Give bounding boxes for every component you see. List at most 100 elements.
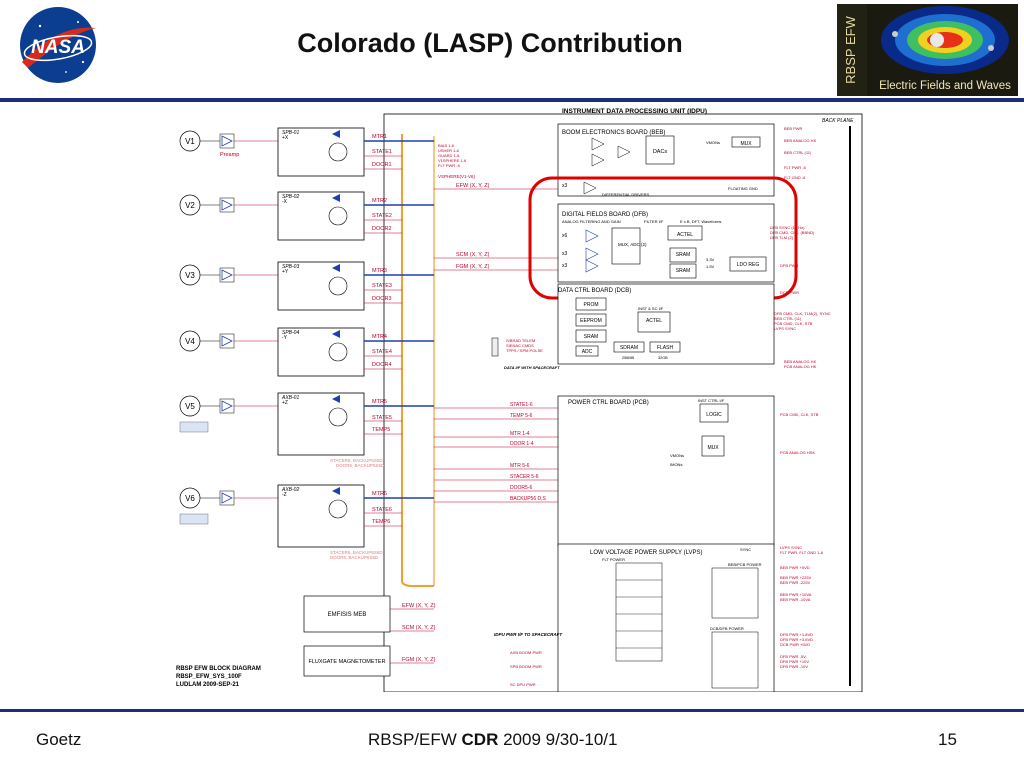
lvps-signal-6: BEB PWR +10VA <box>780 592 812 597</box>
sc-dpu-pwr: SC DPU PWR <box>510 682 536 687</box>
fgm-xyz-bottom: FGM (X, Y, Z) <box>402 657 436 663</box>
pcb-logic: LOGIC <box>706 412 722 418</box>
beb-signal-2: BEB ANALOG HK <box>784 138 817 143</box>
dfb-x6: x6 <box>562 233 568 239</box>
dfb-signal-3: DFB TLM (2) <box>770 235 794 240</box>
bias-label-6: VSPHERE(V1-V6) <box>438 174 476 179</box>
sensor-v5-label: V5 <box>185 402 195 411</box>
stacer-label-3: STACER6, BACKUP6S6D <box>330 550 383 555</box>
beb-diff-drivers: DIFFERENTIAL DRIVERS <box>602 192 650 197</box>
sensor-v1-state: STATE1 <box>372 149 392 155</box>
lvps-signal-10: DCB PWR +5VD <box>780 642 810 647</box>
pcb-input-3: MTR 1-4 <box>510 431 530 437</box>
rbsp-efw-logo: RBSP EFW Electric Fields and Waves <box>837 4 1018 96</box>
sensor-v4-state: STATE4 <box>372 349 392 355</box>
pcb-vmons: VMONs <box>670 453 684 458</box>
lvps-signal-2: FLT PWR, FLT GND 1-6 <box>780 550 824 555</box>
dfb-signal-4: DFB PWR <box>780 263 799 268</box>
pcb-signal-1: PCB CMD, CLK, STB <box>780 412 819 417</box>
lvps-beb-pcb: BEB/PCB POWER <box>728 562 762 567</box>
sensor-v3-extra: DOOR3 <box>372 296 392 302</box>
bias-label-4: V1SPHERE 1-6 <box>438 158 467 163</box>
pcb-input-2: TEMP 5-6 <box>510 413 533 419</box>
axb-boom-pwr: AXB BOOM PWR <box>510 650 542 655</box>
footer-center: RBSP/EFW CDR 2009 9/30-10/1 <box>368 730 617 750</box>
dcb-signal-3: BEB CTRL (11) <box>774 316 802 321</box>
beb-signal-1: BEB PWR <box>784 126 803 131</box>
sensor-v4-axis: -Y <box>282 335 288 341</box>
pcb-input-5: MTR 5-6 <box>510 463 530 469</box>
dfb-mux-adc-1: MUX, ADC (2) <box>618 242 647 247</box>
dcb-sdram-size: 256MB <box>622 356 634 360</box>
footer-center-bold: CDR <box>461 730 499 749</box>
sensor-v2-label: V2 <box>185 201 195 210</box>
lvps-signal-3: BEB PWR +5VD <box>780 565 810 570</box>
idpu-pwr-if: IDPU PWR I/F TO SPACECRAFT <box>494 632 563 637</box>
sensor-v3-state: STATE3 <box>372 283 392 289</box>
dcb-adc: ADC <box>582 349 593 355</box>
efw-xyz-top: EFW (X, Y, Z) <box>456 183 490 189</box>
pcb-signal-2: PCB ANALOG HSK <box>780 450 815 455</box>
dcb-signal-1: DCB PWR <box>780 290 799 295</box>
beb-signal-4: FLT PWR -6 <box>784 165 807 170</box>
sensor-v3-mtr: MTR3 <box>372 268 387 274</box>
dfb-x3a: x3 <box>562 251 568 257</box>
dcb-data-if: DATA I/F WITH SPACECRAFT <box>504 365 560 370</box>
dfb-sram: SRAM <box>676 252 690 258</box>
dfb-v15: 1.5V <box>706 264 715 269</box>
caption-line-1: RBSP EFW BLOCK DIAGRAM <box>176 666 261 672</box>
sensor-v4-mtr: MTR4 <box>372 334 387 340</box>
lvps-signal-5: BEB PWR -225V <box>780 580 811 585</box>
pcb-imons: IMONs <box>670 462 682 467</box>
dfb-sub: ANALOG FILTERING AND GAIN <box>562 219 621 224</box>
dcb-sdram: SDRAM <box>620 345 638 351</box>
dfb-signal-1: DFB SYNC (16 Hz) <box>770 225 805 230</box>
page-number: 15 <box>938 730 957 749</box>
beb-signal-3: BEB CTRL (11) <box>784 150 812 155</box>
slide-title: Colorado (LASP) Contribution <box>297 28 683 58</box>
fgm-xyz-top: FGM (X, Y, Z) <box>456 264 490 270</box>
lvps-signal-12: DFB PWR +10V <box>780 659 809 664</box>
scm-xyz-bottom: SCM (X, Y, Z) <box>402 625 436 631</box>
lvps-signal-8: DFB PWR +1.8VD <box>780 632 813 637</box>
title-rule <box>0 98 1024 102</box>
stacer-label-4: DOOR6, BACKUP6S6D <box>330 555 379 560</box>
pcb-input-1: STATE1-6 <box>510 402 533 408</box>
lvps-signal-4: BEB PWR +225V <box>780 575 812 580</box>
sensor-v6-state: STATE6 <box>372 507 392 513</box>
beb-dacs: DACs <box>653 149 668 155</box>
footer-center-prefix: RBSP/EFW <box>368 730 462 749</box>
caption-line-3: LUDLAM 2009-SEP-21 <box>176 682 240 688</box>
efw-xyz-bottom: EFW (X, Y, Z) <box>402 603 436 609</box>
dcb-left-3: TPPS / SPM POLSE <box>506 348 543 353</box>
beb-floating-gnd: FLOATING GND <box>728 186 758 191</box>
sensor-v5-mtr: MTR5 <box>372 399 387 405</box>
sensor-v2-mtr: MTR2 <box>372 198 387 204</box>
sensor-v5-extra: TEMP5 <box>372 427 390 433</box>
efw-vertical-text: RBSP EFW <box>843 15 858 83</box>
dfb-v33: 3.3V <box>706 257 715 262</box>
pcb-input-4: DOOR 1-4 <box>510 441 534 447</box>
dcb-signal-7: PCB ANALOG HK <box>784 364 817 369</box>
nasa-logo: NASA <box>8 4 108 86</box>
idpu-title: INSTRUMENT DATA PROCESSING UNIT (IDPU) <box>562 108 707 115</box>
dfb-sram2: SRAM <box>676 268 690 274</box>
footer-center-suffix: 2009 9/30-10/1 <box>498 730 618 749</box>
bias-label-2: USHER 1-6 <box>438 148 460 153</box>
bias-label-3: GUARD 1-6 <box>438 153 460 158</box>
dcb-flash: FLASH <box>657 345 674 351</box>
sensor-v1-axis: +X <box>282 135 289 141</box>
beb-vmons: VMONs <box>706 140 720 145</box>
footer-rule <box>0 709 1024 712</box>
pcb-mux: MUX <box>707 445 719 451</box>
sensor-v5-state: STATE5 <box>372 415 392 421</box>
dfb-filter: FILTER I/F <box>644 219 664 224</box>
dfb-dft: E x B, DFT, Waveforms <box>680 219 721 224</box>
beb-title: BOOM ELECTRONICS BOARD (BEB) <box>562 130 665 136</box>
lvps-dcb-dfb: DCB/DFB POWER <box>710 626 744 631</box>
dfb-signal-2: DFB CMD, CLK, (BBND) <box>770 230 815 235</box>
efw-caption: Electric Fields and Waves <box>879 80 1011 92</box>
sensor-v1-box: SPB-01 <box>282 130 299 136</box>
lvps-signal-13: DFB PWR -10V <box>780 664 808 669</box>
footer-author: Goetz <box>36 730 82 749</box>
